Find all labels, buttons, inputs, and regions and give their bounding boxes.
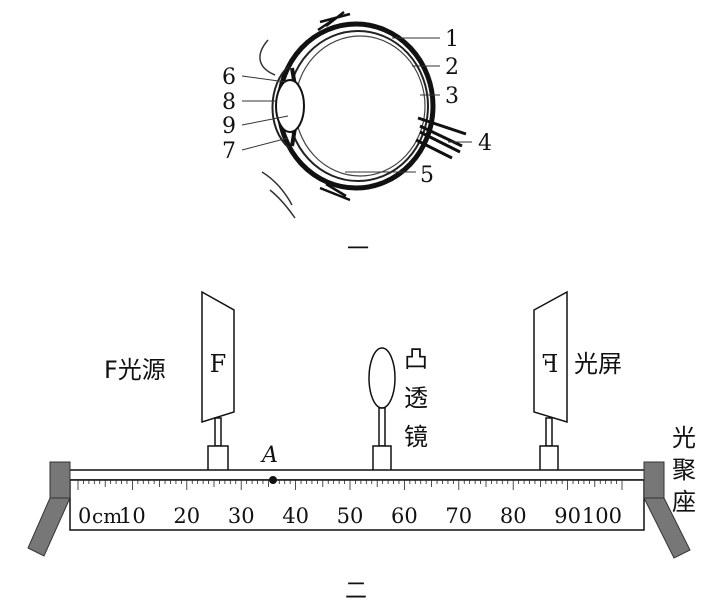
bench-scale (69, 479, 645, 531)
scale-tick-label: 60 (391, 504, 418, 528)
eye-label-6: 6 (222, 65, 236, 90)
light-screen: F (533, 290, 568, 475)
eye-label-8: 8 (222, 90, 236, 115)
light-source-plate (201, 290, 235, 424)
point-a-label: A (260, 443, 278, 468)
left-end-block (49, 461, 71, 499)
eye-label-9: 9 (222, 114, 236, 139)
eyelid-upper-outline (259, 39, 276, 76)
eye-label-5: 5 (420, 163, 434, 188)
choroid (287, 30, 429, 182)
light-source-letter: F (210, 350, 227, 378)
label-leaders (241, 37, 472, 173)
eye-label-1: 1 (445, 27, 459, 52)
figure1-caption: 一 (347, 237, 369, 262)
eyelashes-top (317, 11, 351, 32)
right-leg (643, 497, 691, 559)
eye-label-4: 4 (478, 131, 492, 156)
light-source: F (201, 290, 235, 475)
scale-tick-label: 20 (173, 504, 200, 528)
scale-tick-label: 80 (500, 504, 527, 528)
screen-post (545, 417, 553, 447)
scale-unit-label: cm (92, 504, 122, 528)
scale-tick-label: 90 (554, 504, 581, 528)
point-a-marker (269, 476, 277, 484)
scale-tick-label: 30 (228, 504, 255, 528)
bench-rail-top (61, 469, 655, 481)
retina (294, 35, 426, 177)
scale-tick-label: 100 (582, 504, 622, 528)
eye-label-7: 7 (222, 139, 236, 164)
eye-label-3: 3 (445, 84, 459, 109)
eye-lens (275, 79, 305, 133)
light-source-label: F光源 (104, 356, 166, 384)
bench-label: 光 聚 座 (672, 424, 704, 516)
eyelashes-bottom (319, 182, 351, 202)
scale-tick-label: 40 (282, 504, 309, 528)
screen-plate (533, 290, 568, 424)
scale-tick-label: 70 (445, 504, 472, 528)
lens-label: 凸 透 镜 (404, 345, 436, 451)
scale-tick-label: 50 (337, 504, 364, 528)
left-leg (27, 497, 71, 557)
lens-post (378, 407, 386, 447)
light-source-post (214, 417, 222, 447)
convex-lens (368, 347, 396, 475)
eyelid-lower-outline (261, 171, 296, 219)
screen-letter: F (542, 350, 559, 378)
screen-label: 光屏 (574, 350, 622, 378)
scale-tick-label: 10 (119, 504, 146, 528)
figure2-caption: 二 (345, 579, 367, 604)
eye-diagram: 1 2 3 4 5 6 8 9 7 一 (222, 11, 492, 262)
eye-label-2: 2 (445, 55, 459, 80)
optic-nerve (415, 116, 467, 160)
cornea (271, 65, 290, 149)
scale-tick-label: 0 (78, 504, 91, 528)
right-end-block (643, 461, 665, 499)
lens-body (368, 347, 396, 409)
